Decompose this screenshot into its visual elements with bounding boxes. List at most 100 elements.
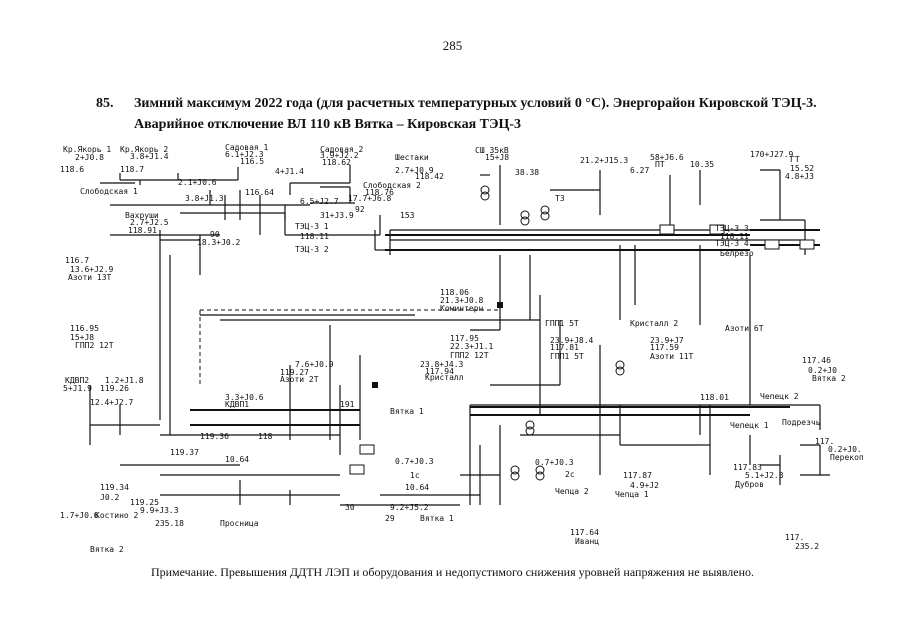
scheme-label: ГПП2 12Т: [75, 341, 114, 350]
scheme-label: 0.2+J0: [808, 366, 837, 375]
scheme-label: Дубров: [735, 479, 764, 489]
scheme-label: Кристалл 2: [630, 319, 678, 328]
transformer-circle-a-2: [540, 205, 550, 215]
scheme-label: 6.5+J2.7: [300, 197, 339, 206]
scheme-label: Слободская 2: [363, 180, 421, 190]
breaker-mark-1: [372, 382, 378, 388]
scheme-label: Коминтерн: [440, 304, 484, 313]
scheme-label: СШ 35кВ: [475, 146, 509, 155]
scheme-label: 0.7+J0.3: [395, 457, 434, 466]
scheme-label: J0.2: [100, 493, 119, 502]
scheme-label: 2+J0.8: [75, 153, 104, 162]
scheme-label: Просница: [220, 519, 259, 528]
scheme-label: 6.27: [630, 166, 649, 175]
scheme-label: ГПП2 12Т: [450, 351, 489, 360]
scheme-label: Чепецк 1: [730, 421, 769, 430]
scheme-label: 170+J27.9: [750, 150, 794, 159]
scheme-label: Азоти 2Т: [280, 375, 319, 384]
scheme-label: 3.3+J0.6: [225, 393, 264, 402]
scheme-label: ТЭЦ-3 3: [715, 224, 749, 233]
scheme-label: 2с: [565, 470, 575, 479]
transformer-circle-b-1: [520, 216, 530, 226]
footnote: Примечание. Превышения ДДТН ЛЭП и оборуд…: [150, 565, 755, 579]
scheme-label: 10.35: [690, 160, 714, 169]
scheme-label: 10.64: [225, 455, 249, 464]
transformer-circle-a-0: [480, 185, 490, 195]
scheme-label: 92: [355, 205, 365, 214]
figure-number: 85.: [96, 96, 114, 111]
scheme-label: 116.64: [245, 188, 274, 197]
scheme-label: 117.: [785, 533, 804, 542]
switch-box-2: [359, 444, 375, 455]
figure-title-text: Зимний максимум 2022 года (для расчетных…: [134, 96, 817, 132]
transformer-circle-a-6: [615, 360, 625, 370]
switch-box-1: [709, 224, 725, 235]
scheme-label: Шестаки: [395, 153, 429, 162]
scheme-label: 29: [385, 514, 395, 523]
scheme-label: 117.: [815, 437, 834, 446]
scheme-label: 17.7+J6.8: [348, 194, 392, 203]
scheme-label: 30: [345, 503, 355, 512]
scheme-label: 2.1+J0.6: [178, 178, 217, 187]
scheme-label: 1с: [410, 471, 420, 480]
scheme-label: 119.25: [130, 498, 159, 507]
scheme-label: 21.3+J0.8: [440, 296, 484, 305]
scheme-label: 15+J8: [485, 153, 509, 162]
scheme-label: Чепца 2: [555, 487, 589, 496]
scheme-label: 0.2+J0.: [828, 445, 862, 454]
scheme-label: 118.6: [60, 165, 84, 174]
scheme-label: 235.18: [155, 519, 184, 528]
scheme-label: 119.34: [100, 483, 129, 492]
scheme-label: 12.4+J2.7: [90, 398, 134, 407]
scheme-label: 117.83: [733, 463, 762, 472]
scheme-label: 117.81: [550, 343, 579, 352]
scheme-label: 119.37: [170, 448, 199, 457]
scheme-label: Белрезо: [720, 249, 754, 258]
scheme-label: 191: [340, 400, 355, 409]
scheme-label: 118.91: [128, 226, 157, 235]
scheme-label: 118.11: [300, 232, 329, 241]
scheme-label: 118.42: [415, 172, 444, 181]
scheme-label: 235.2: [795, 542, 819, 551]
transformer-circle-b-5: [510, 471, 520, 481]
scheme-label: Иванц: [575, 537, 599, 546]
scheme-label: 117.64: [570, 528, 599, 537]
scheme-label: 118: [258, 432, 273, 441]
scheme-label: 15.52: [790, 164, 814, 173]
scheme-label: 5+J1.9: [63, 384, 92, 393]
scheme-label: 7.6+J0.9: [295, 360, 334, 369]
scheme-label: Кр.Якорь 2: [120, 145, 168, 154]
scheme-label: 4.8+J3: [785, 172, 814, 181]
scheme-label: Перекоп: [830, 453, 864, 462]
transformer-circle-b-6: [615, 366, 625, 376]
breaker-mark-0: [497, 302, 503, 308]
scheme-label: Азоти 13Т: [68, 273, 112, 282]
page-number: 285: [442, 38, 463, 53]
scheme-label: 116.7: [65, 256, 89, 265]
scheme-label: Вятка 2: [90, 545, 124, 554]
scheme-label: ПТ: [655, 160, 665, 169]
scheme-label: 58+J6.6: [650, 153, 684, 162]
scheme-label: 116.5: [240, 157, 264, 166]
switch-box-5: [799, 239, 815, 250]
scheme-label: ТЭЦ-3 4: [715, 239, 749, 248]
scheme-label: Чепецк 2: [760, 392, 799, 401]
transformer-circle-b-2: [540, 211, 550, 221]
scheme-label: 117.46: [802, 356, 831, 365]
scheme-label: 2.7+J2.5: [130, 218, 169, 227]
transformer-circle-a-3: [525, 420, 535, 430]
scheme-label: Подрезчь: [782, 418, 821, 427]
scheme-label: Азоти 6Т: [725, 324, 764, 333]
scheme-label: Вахруши: [125, 211, 159, 220]
switch-box-3: [349, 464, 365, 475]
scheme-label: 2.7+J0.9: [395, 166, 434, 175]
scheme-label: Кристалл: [425, 373, 464, 382]
scheme-label: Костино 2: [95, 511, 139, 520]
scheme-label: Садовая 2: [320, 145, 364, 154]
scheme-label: Слободская 1: [80, 186, 138, 196]
scheme-label: 23.9+J8.4: [550, 336, 594, 345]
scheme-label: 118.62: [322, 158, 351, 167]
transformer-circle-a-5: [510, 465, 520, 475]
scheme-label: 153: [400, 211, 415, 220]
